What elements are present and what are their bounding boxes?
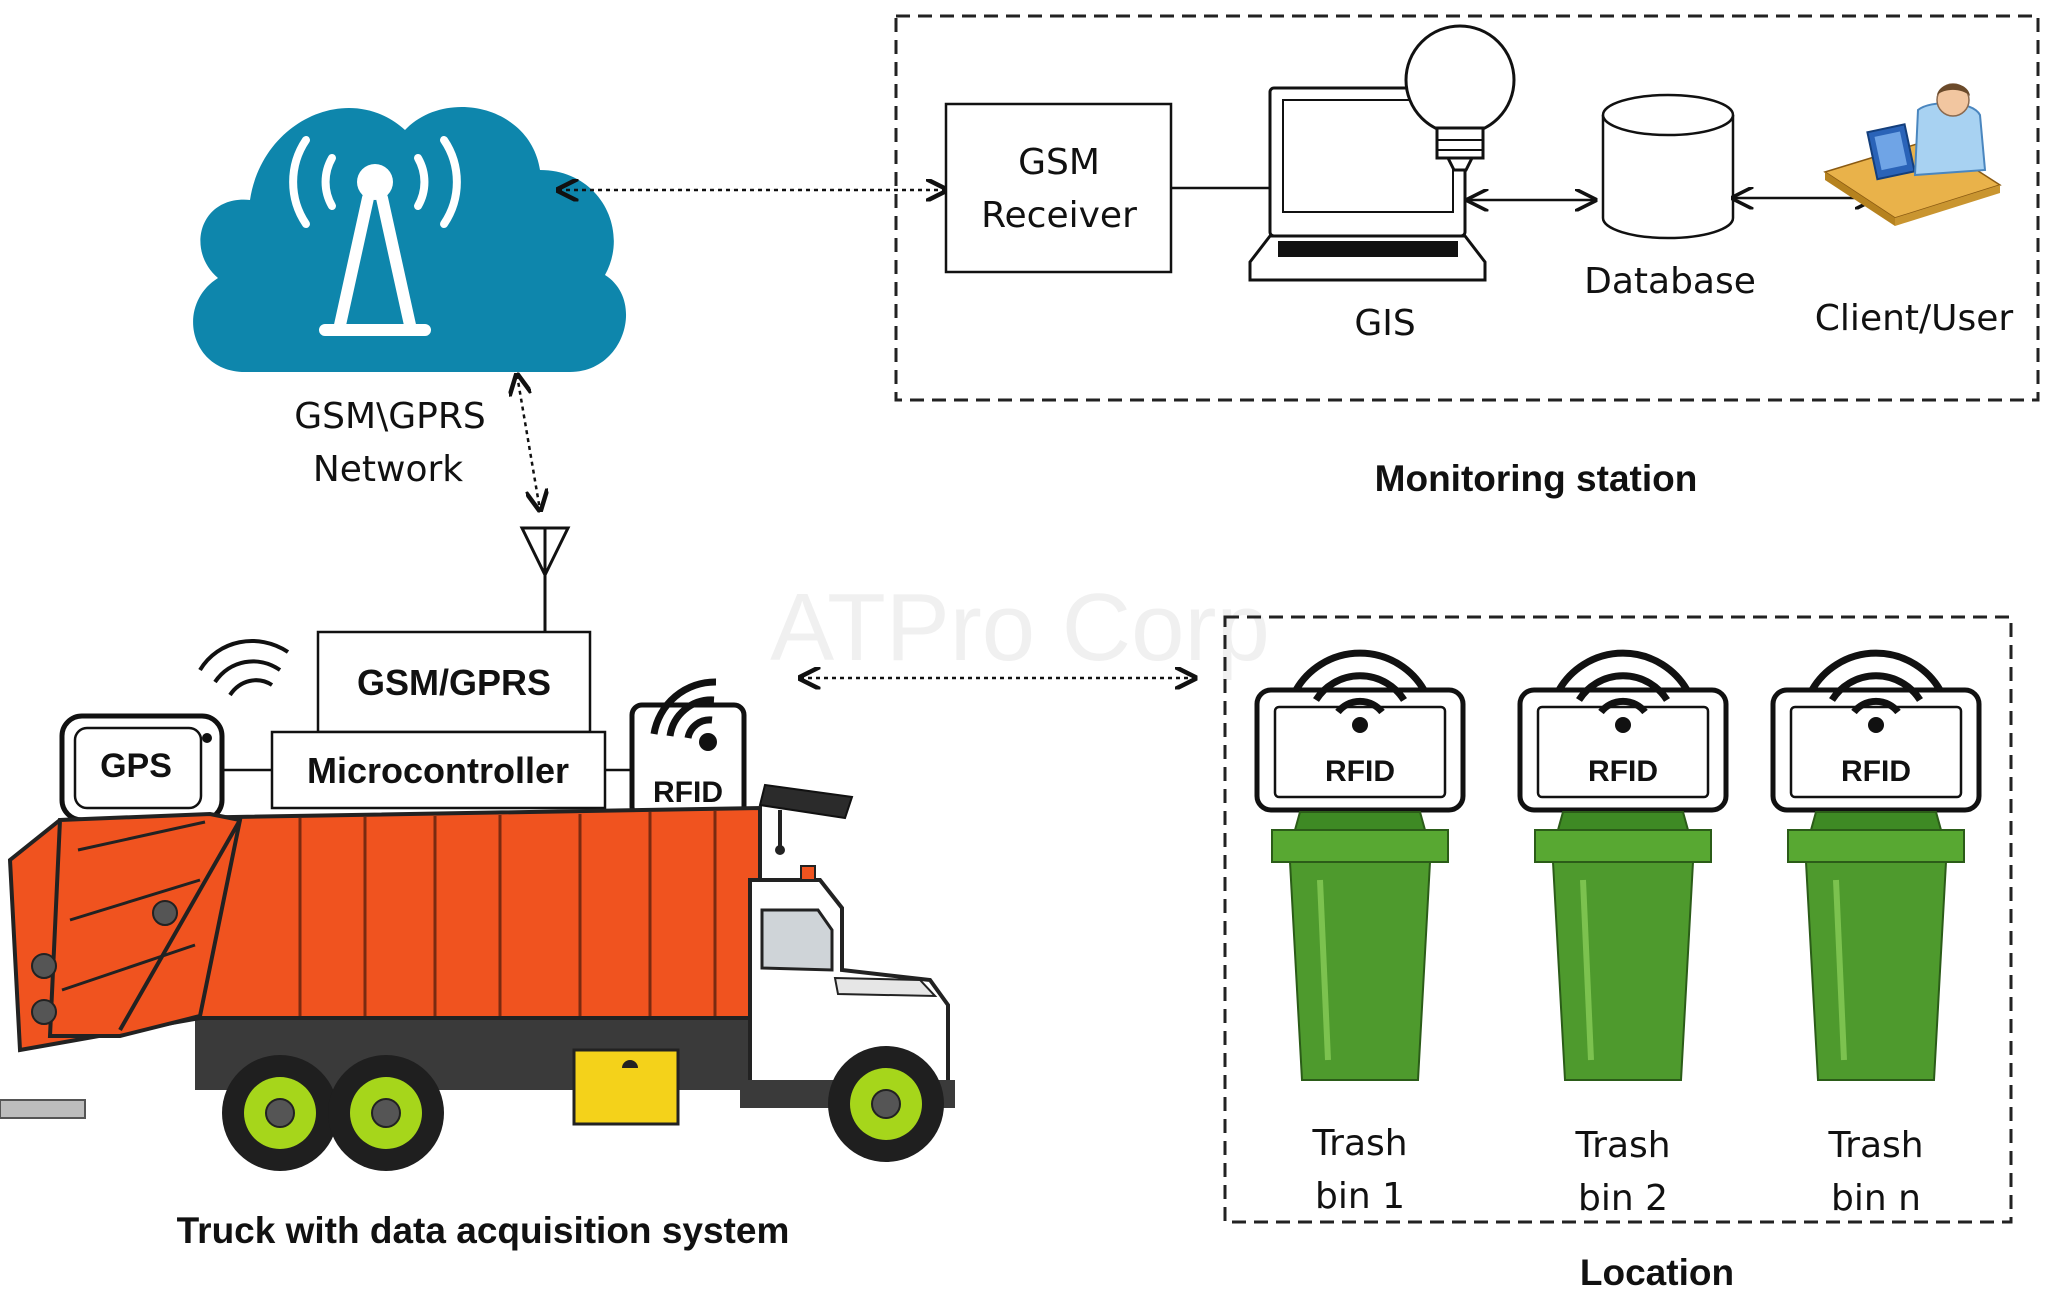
bin-rfid-label: RFID (1325, 755, 1395, 788)
gps-signal-icon (198, 639, 290, 697)
trash-bin-n: RFID Trash bin n (1770, 649, 1982, 1219)
bin-rfid-label: RFID (1588, 755, 1658, 788)
bin-label-line1: Trash (1574, 1125, 1670, 1166)
database-icon (1601, 93, 1735, 240)
bin-rfid-tag (1517, 649, 1729, 813)
trash-bin-2: RFID Trash bin 2 (1517, 649, 1729, 1219)
gsm-receiver-label-line2: Receiver (981, 195, 1137, 236)
bin-rfid-label: RFID (1841, 755, 1911, 788)
truck-wheel-rear-1 (222, 1055, 338, 1171)
rear-loader (47, 811, 243, 1038)
client-user-icon (1823, 83, 2002, 226)
garbage-truck (0, 783, 955, 1171)
cloud-label-line1: GSM\GPRS (294, 396, 485, 437)
location-box (1223, 615, 2013, 1224)
client-user-label: Client/User (1815, 298, 2014, 339)
monitoring-station-caption: Monitoring station (1375, 458, 1698, 499)
bin-label-line1: Trash (1311, 1123, 1407, 1164)
truck-wheel-rear-2 (328, 1055, 444, 1171)
gsm-receiver-label-line1: GSM (1018, 142, 1100, 183)
truck-camera-icon (758, 783, 854, 855)
bin-label-line2: bin 1 (1315, 1176, 1405, 1217)
truck-rear-bumper (0, 1099, 86, 1119)
monitoring-station-box (894, 14, 2040, 402)
antenna-tower-icon (289, 136, 461, 336)
gsm-gprs-module (316, 630, 592, 734)
microcontroller-label: Microcontroller (307, 750, 569, 791)
truck-lamp (800, 865, 816, 881)
green-trash-bin-icon (1271, 811, 1449, 1081)
bin-label-line2: bin 2 (1578, 1178, 1668, 1219)
bin-label-line1: Trash (1827, 1125, 1923, 1166)
gis-label: GIS (1354, 303, 1415, 344)
location-caption: Location (1580, 1252, 1734, 1293)
truck-wheel-front (828, 1046, 944, 1162)
watermark: ATPro Corp (770, 574, 1270, 681)
bin-rfid-tag (1770, 649, 1982, 813)
gsm-gprs-module-label: GSM/GPRS (357, 662, 551, 703)
green-trash-bin-icon (1534, 811, 1712, 1081)
gsm-receiver-box (944, 102, 1173, 274)
green-trash-bin-icon (1787, 811, 1965, 1081)
truck-window (760, 908, 834, 972)
cloud-label-line2: Network (313, 449, 463, 490)
database-label: Database (1584, 261, 1756, 302)
cloud-shape (193, 107, 627, 372)
lightbulb-icon (1404, 24, 1516, 172)
truck-rfid-label: RFID (653, 776, 723, 809)
container-ribs (298, 811, 717, 1016)
link-cloud-antenna (517, 375, 540, 510)
truck-antenna-icon (519, 526, 571, 632)
gis-laptop-icon (1248, 86, 1487, 282)
truck-caption: Truck with data acquisition system (177, 1210, 790, 1251)
bin-label-line2: bin n (1831, 1178, 1921, 1219)
bin-rfid-tag (1254, 649, 1466, 813)
truck-rfid-reader (629, 678, 747, 820)
gsm-gprs-cloud (193, 107, 627, 372)
trash-bin-1: RFID Trash bin 1 (1254, 649, 1466, 1217)
gps-label: GPS (100, 747, 172, 785)
